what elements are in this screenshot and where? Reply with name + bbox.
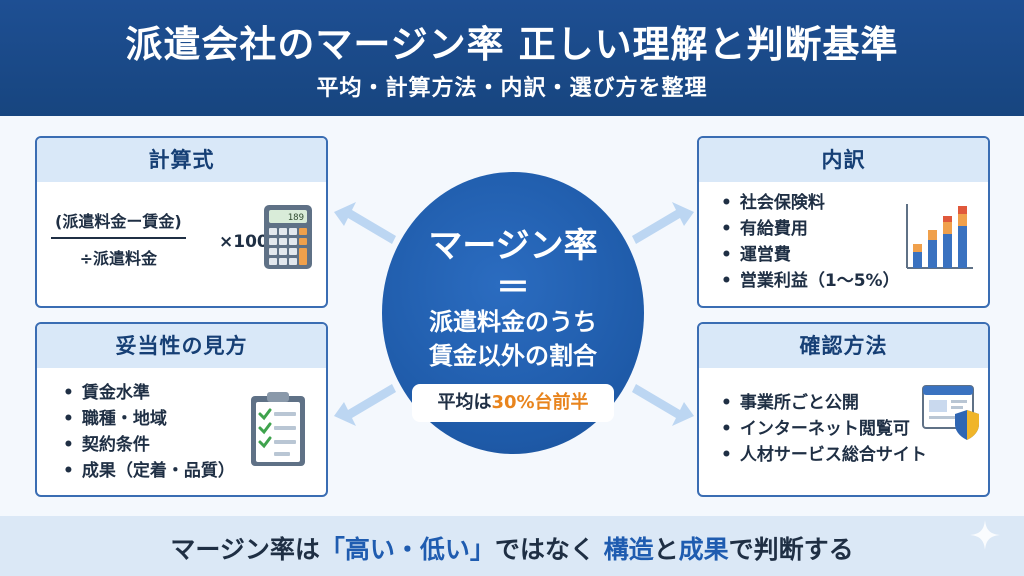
breakdown-card-title: 内訳 — [699, 138, 988, 182]
footer-part: で判断する — [728, 535, 854, 564]
formula-fraction: (派遣料金ー賃金) ÷派遣料金 — [51, 208, 186, 269]
footer-part: ではなく — [494, 535, 595, 564]
arrow-to-formula — [334, 202, 396, 244]
footer-part: と — [653, 535, 679, 564]
formula-card-title: 計算式 — [37, 138, 326, 182]
footer-banner: マージン率は「高い・低い」ではなく 構造と成果で判断する — [0, 516, 1024, 576]
page-subtitle: 平均・計算方法・内訳・選び方を整理 — [316, 76, 708, 101]
secure-web-page-icon — [922, 385, 979, 440]
list-item: 社会保険料 — [721, 190, 900, 216]
breakdown-list: 社会保険料 有給費用 運営費 営業利益（1〜5%） — [721, 190, 900, 294]
footer-part: マージン率は — [170, 535, 320, 564]
average-value: 30%台前半 — [491, 392, 589, 413]
arrow-to-breakdown — [632, 202, 694, 244]
page-title: 派遣会社のマージン率 正しい理解と判断基準 — [125, 23, 899, 66]
stacked-bar-chart-icon — [906, 204, 973, 269]
formula-multiplier: ×100 — [219, 232, 269, 252]
margin-rate-circle: マージン率 ＝ 派遣料金のうち 賃金以外の割合 平均は30%台前半 — [382, 172, 644, 454]
formula-card: 計算式 (派遣料金ー賃金) ÷派遣料金 ×100 189 — [35, 136, 328, 308]
list-item: インターネット閲覧可 — [721, 416, 927, 442]
footer-highlight: 「高い・低い」 — [319, 535, 495, 564]
calculator-icon: 189 — [264, 205, 312, 269]
circle-definition-line2: 賃金以外の割合 — [429, 342, 597, 370]
list-item: 営業利益（1〜5%） — [721, 268, 900, 294]
footer-message: マージン率は「高い・低い」ではなく 構造と成果で判断する — [0, 530, 1024, 566]
list-item: 職種・地域 — [63, 406, 235, 432]
footer-highlight: 構造 — [603, 535, 654, 564]
calculator-display: 189 — [288, 213, 304, 223]
footer-highlight: 成果 — [678, 535, 729, 564]
breakdown-card: 内訳 社会保険料 有給費用 運営費 営業利益（1〜5%） — [697, 136, 990, 308]
list-item: 有給費用 — [721, 216, 900, 242]
formula-denominator: ÷派遣料金 — [79, 249, 158, 268]
list-item: 賃金水準 — [63, 380, 235, 406]
formula-numerator: (派遣料金ー賃金) — [51, 208, 186, 239]
validity-card: 妥当性の見方 賃金水準 職種・地域 契約条件 成果（定着・品質） — [35, 322, 328, 497]
list-item: 運営費 — [721, 242, 900, 268]
check-card-title: 確認方法 — [699, 324, 988, 368]
list-item: 成果（定着・品質） — [63, 458, 235, 484]
average-prefix: 平均は — [437, 392, 492, 413]
list-item: 人材サービス総合サイト — [721, 442, 927, 468]
circle-definition-line1: 派遣料金のうち — [429, 308, 597, 336]
circle-equals: ＝ — [496, 268, 530, 308]
arrow-to-validity — [334, 384, 396, 426]
header-banner: 派遣会社のマージン率 正しい理解と判断基準 平均・計算方法・内訳・選び方を整理 — [0, 0, 1024, 116]
arrow-to-check — [632, 384, 694, 426]
check-list: 事業所ごと公開 インターネット閲覧可 人材サービス総合サイト — [721, 390, 927, 468]
validity-list: 賃金水準 職種・地域 契約条件 成果（定着・品質） — [63, 380, 235, 484]
check-card: 確認方法 事業所ごと公開 インターネット閲覧可 人材サービス総合サイト — [697, 322, 990, 497]
validity-card-title: 妥当性の見方 — [37, 324, 326, 368]
list-item: 契約条件 — [63, 432, 235, 458]
average-badge: 平均は30%台前半 — [412, 384, 614, 422]
clipboard-checklist-icon — [251, 392, 305, 466]
sparkle-icon — [970, 520, 1000, 550]
list-item: 事業所ごと公開 — [721, 390, 927, 416]
circle-title: マージン率 — [428, 226, 598, 266]
